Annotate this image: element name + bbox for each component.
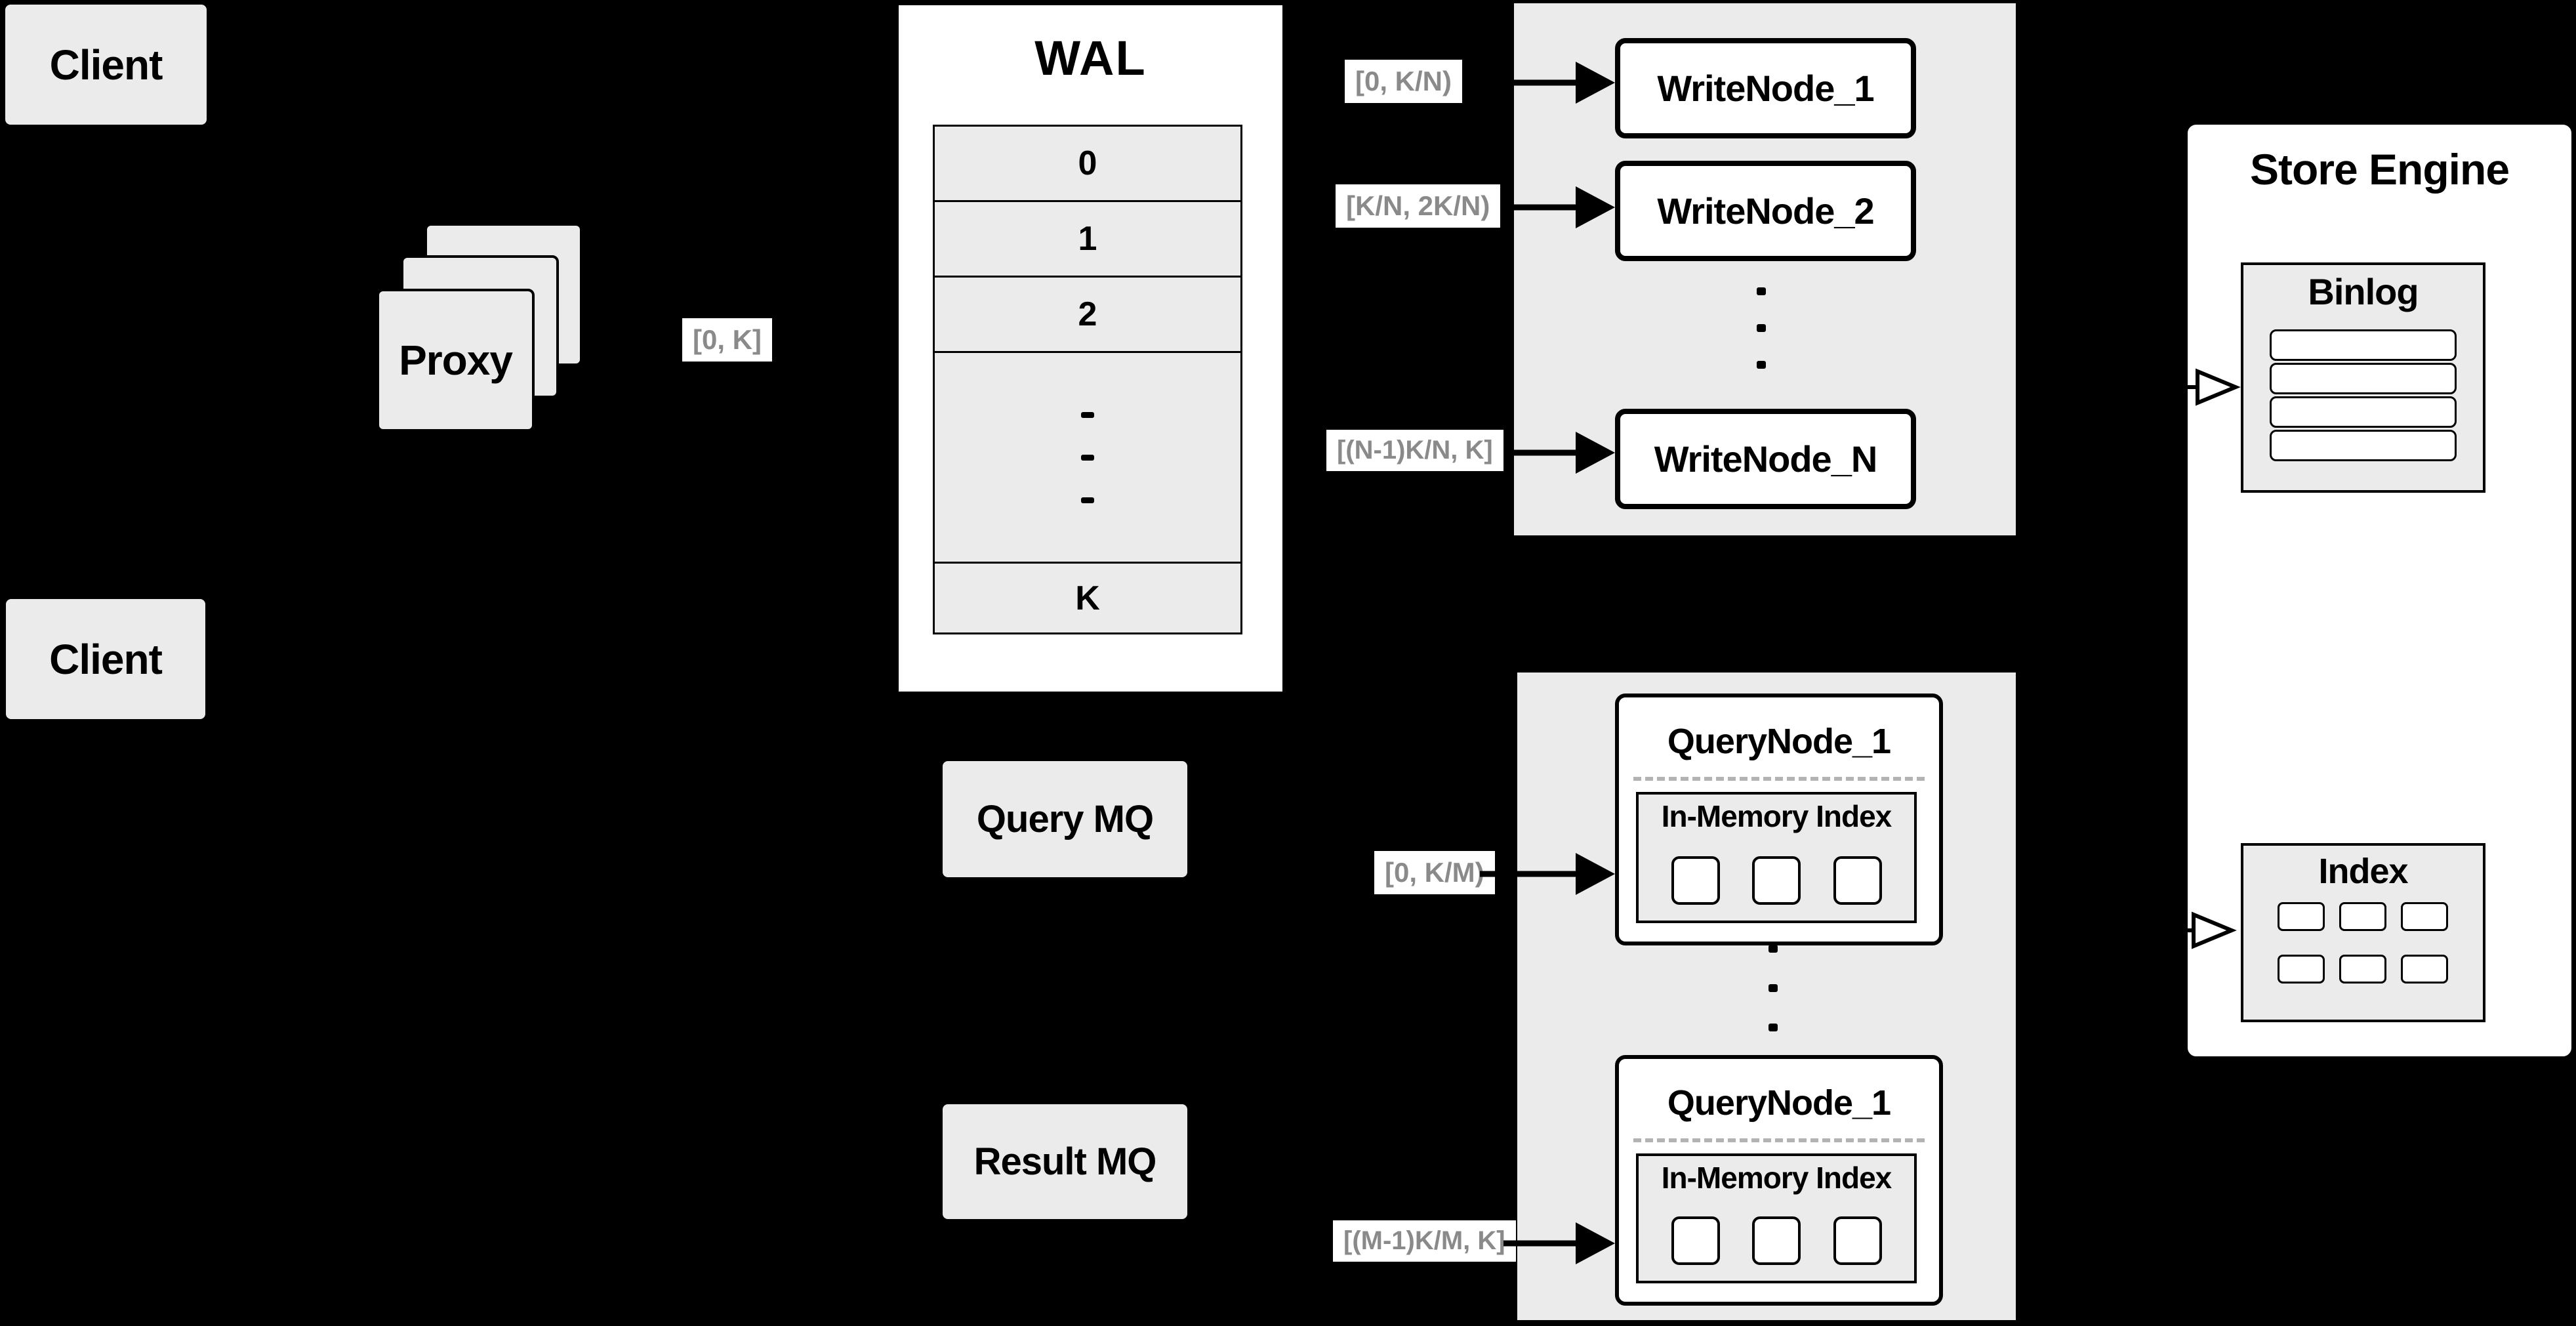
memory-segment [1671, 856, 1720, 905]
binlog-row [2270, 430, 2457, 461]
write-range-label-n: [(N-1)K/N, K] [1326, 430, 1503, 471]
query-node-1-divider [1633, 777, 1925, 781]
index-title: Index [2318, 852, 2408, 891]
wal-row-1: 1 [935, 202, 1240, 278]
index-cell [2339, 902, 2386, 931]
index-cell [2339, 955, 2386, 984]
in-memory-index-2-title: In-Memory Index [1661, 1161, 1892, 1195]
wal-title: WAL [1034, 31, 1147, 85]
proxy-card-front: Proxy [377, 289, 535, 432]
wal-vertical-ellipsis-icon [1081, 411, 1094, 503]
write-node-2: WriteNode_2 [1615, 161, 1916, 261]
query-node-2-title: QueryNode_1 [1667, 1083, 1891, 1123]
index-cell [2278, 902, 2325, 931]
wal-row-0: 0 [935, 127, 1240, 202]
memory-segment [1833, 1216, 1882, 1265]
store-engine-panel: Store Engine Binlog Index [2184, 121, 2575, 1060]
in-memory-index-box-2: In-Memory Index [1636, 1153, 1917, 1283]
query-node-1: QueryNode_1 In-Memory Index [1615, 694, 1943, 945]
index-cell [2278, 955, 2325, 984]
memory-segment [1752, 856, 1801, 905]
query-mq-label: Query MQ [976, 798, 1154, 840]
memory-segment [1752, 1216, 1801, 1265]
query-range-label-1: [0, K/M) [1374, 851, 1495, 894]
wal-row-ellipsis [935, 353, 1240, 564]
proxy-label: Proxy [399, 337, 513, 384]
in-memory-index-2-cells [1639, 1216, 1914, 1265]
client-bottom-label: Client [49, 635, 163, 683]
memory-segment [1671, 1216, 1720, 1265]
binlog-title: Binlog [2308, 271, 2419, 312]
in-memory-index-box-1: In-Memory Index [1636, 792, 1917, 923]
query-node-2: QueryNode_1 In-Memory Index [1615, 1055, 1943, 1306]
binlog-row [2270, 329, 2457, 361]
write-node-1: WriteNode_1 [1615, 38, 1916, 138]
query-range-label-m: [(M-1)K/M, K] [1333, 1220, 1516, 1262]
wal-row-2: 2 [935, 278, 1240, 353]
wal-panel: WAL 0 1 2 K [895, 2, 1286, 695]
index-panel: Index [2241, 843, 2485, 1022]
index-cells [2278, 902, 2448, 984]
binlog-rows [2270, 329, 2457, 461]
write-range-label-2: [K/N, 2K/N) [1336, 184, 1501, 228]
write-node-2-label: WriteNode_2 [1657, 190, 1874, 232]
result-mq-label: Result MQ [973, 1140, 1157, 1183]
in-memory-index-1-title: In-Memory Index [1661, 799, 1892, 833]
client-box-bottom: Client [6, 599, 205, 719]
index-cell [2401, 955, 2448, 984]
query-node-2-divider [1633, 1138, 1925, 1142]
memory-segment [1833, 856, 1882, 905]
client-top-label: Client [49, 41, 163, 89]
result-mq-box: Result MQ [943, 1104, 1187, 1219]
write-range-label-1: [0, K/N) [1345, 60, 1462, 103]
client-box-top: Client [5, 5, 207, 125]
write-node-n-label: WriteNode_N [1654, 438, 1878, 480]
binlog-row [2270, 363, 2457, 394]
store-engine-title: Store Engine [2249, 145, 2510, 194]
write-node-n: WriteNode_N [1615, 409, 1916, 509]
wal-table: 0 1 2 K [933, 125, 1242, 634]
query-node-1-title: QueryNode_1 [1667, 722, 1891, 761]
query-cluster-vertical-ellipsis-icon [1763, 945, 1783, 1031]
wal-row-k: K [935, 564, 1240, 632]
proxy-range-label: [0, K] [682, 318, 772, 362]
index-cell [2401, 902, 2448, 931]
query-mq-box: Query MQ [943, 761, 1187, 877]
binlog-panel: Binlog [2241, 262, 2485, 493]
write-cluster-vertical-ellipsis-icon [1751, 287, 1771, 369]
binlog-row [2270, 396, 2457, 428]
in-memory-index-1-cells [1639, 856, 1914, 905]
write-node-1-label: WriteNode_1 [1657, 68, 1874, 109]
